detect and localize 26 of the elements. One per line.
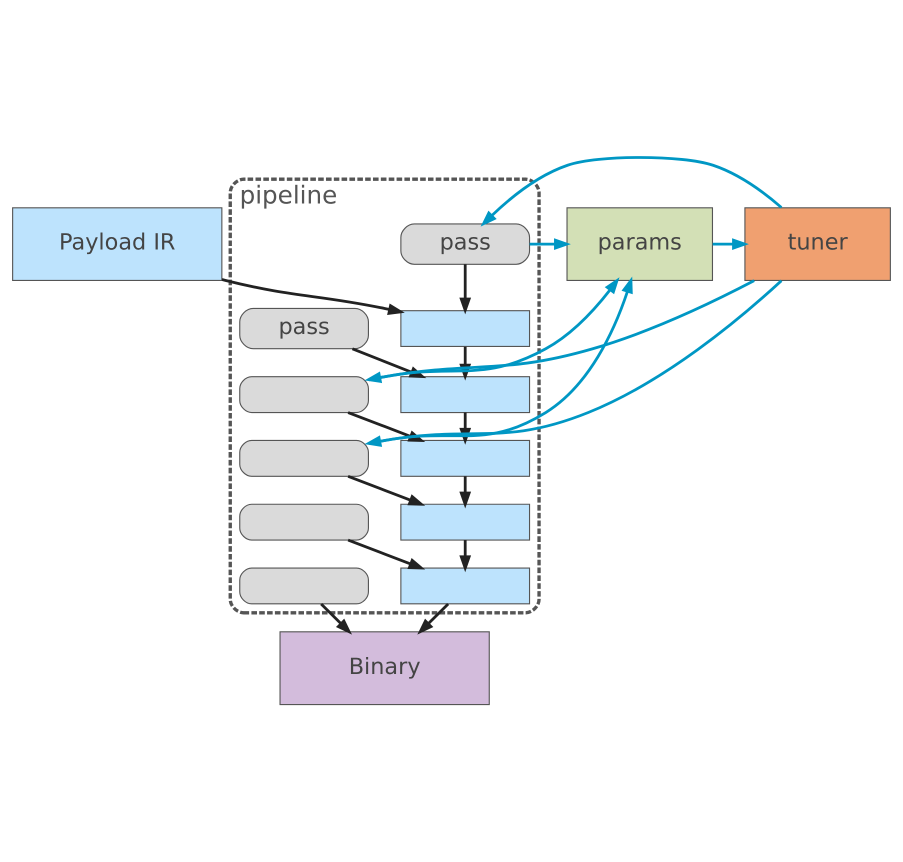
node-box: Binary (279, 631, 490, 706)
node-box (400, 440, 530, 477)
node-box: tuner (744, 207, 891, 282)
node-box (400, 504, 530, 541)
arrow (348, 475, 426, 506)
node-box (400, 567, 530, 604)
node-box: Payload IR (12, 207, 222, 282)
arrow (480, 156, 782, 227)
node-box (400, 376, 530, 414)
arrow (459, 540, 472, 572)
arrow (364, 279, 755, 384)
arrow (459, 264, 472, 314)
arrow (712, 238, 749, 250)
arrow (459, 476, 472, 508)
arrow (530, 238, 571, 250)
node-box (239, 504, 369, 541)
node-box: pass (400, 223, 530, 265)
node-box: params (566, 207, 714, 282)
node-box (239, 376, 369, 414)
arrow (417, 603, 450, 635)
node-box: pass (239, 308, 369, 350)
arrow (320, 603, 352, 635)
node-box (239, 567, 369, 604)
node-box (400, 310, 530, 348)
arrow (348, 538, 426, 570)
node-box (239, 440, 369, 477)
